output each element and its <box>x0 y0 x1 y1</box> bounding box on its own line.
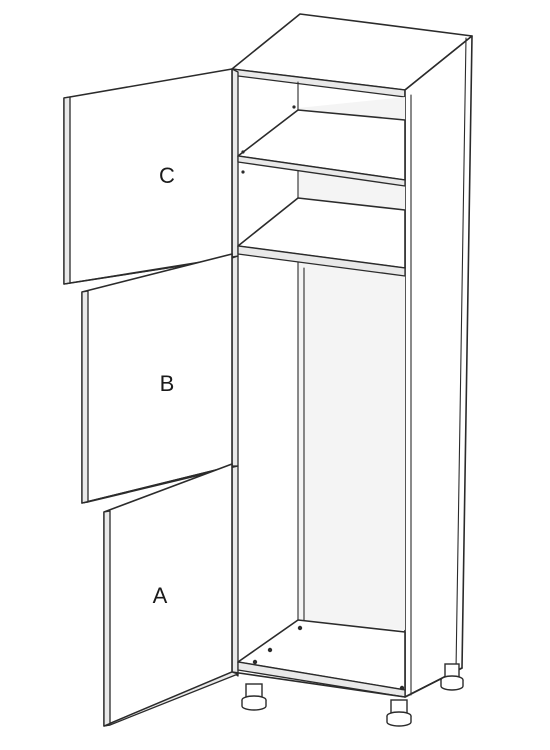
door-b: B <box>81 253 239 504</box>
upper-shelf-edge <box>237 155 406 187</box>
leg-front-right <box>386 699 412 727</box>
right-side-panel <box>404 35 473 698</box>
door-label-b: B <box>160 371 175 396</box>
left-side-panel-edge <box>231 68 239 677</box>
cabinet-legs <box>241 663 464 727</box>
middle-shelf-edge <box>237 245 406 277</box>
door-a: A <box>103 463 239 727</box>
leg-back-right <box>440 663 464 691</box>
door-label-a: A <box>153 583 168 608</box>
leg-front-left <box>241 683 267 711</box>
door-c: C <box>63 68 239 285</box>
door-label-c: C <box>159 163 175 188</box>
cabinet-carcass <box>231 13 473 698</box>
